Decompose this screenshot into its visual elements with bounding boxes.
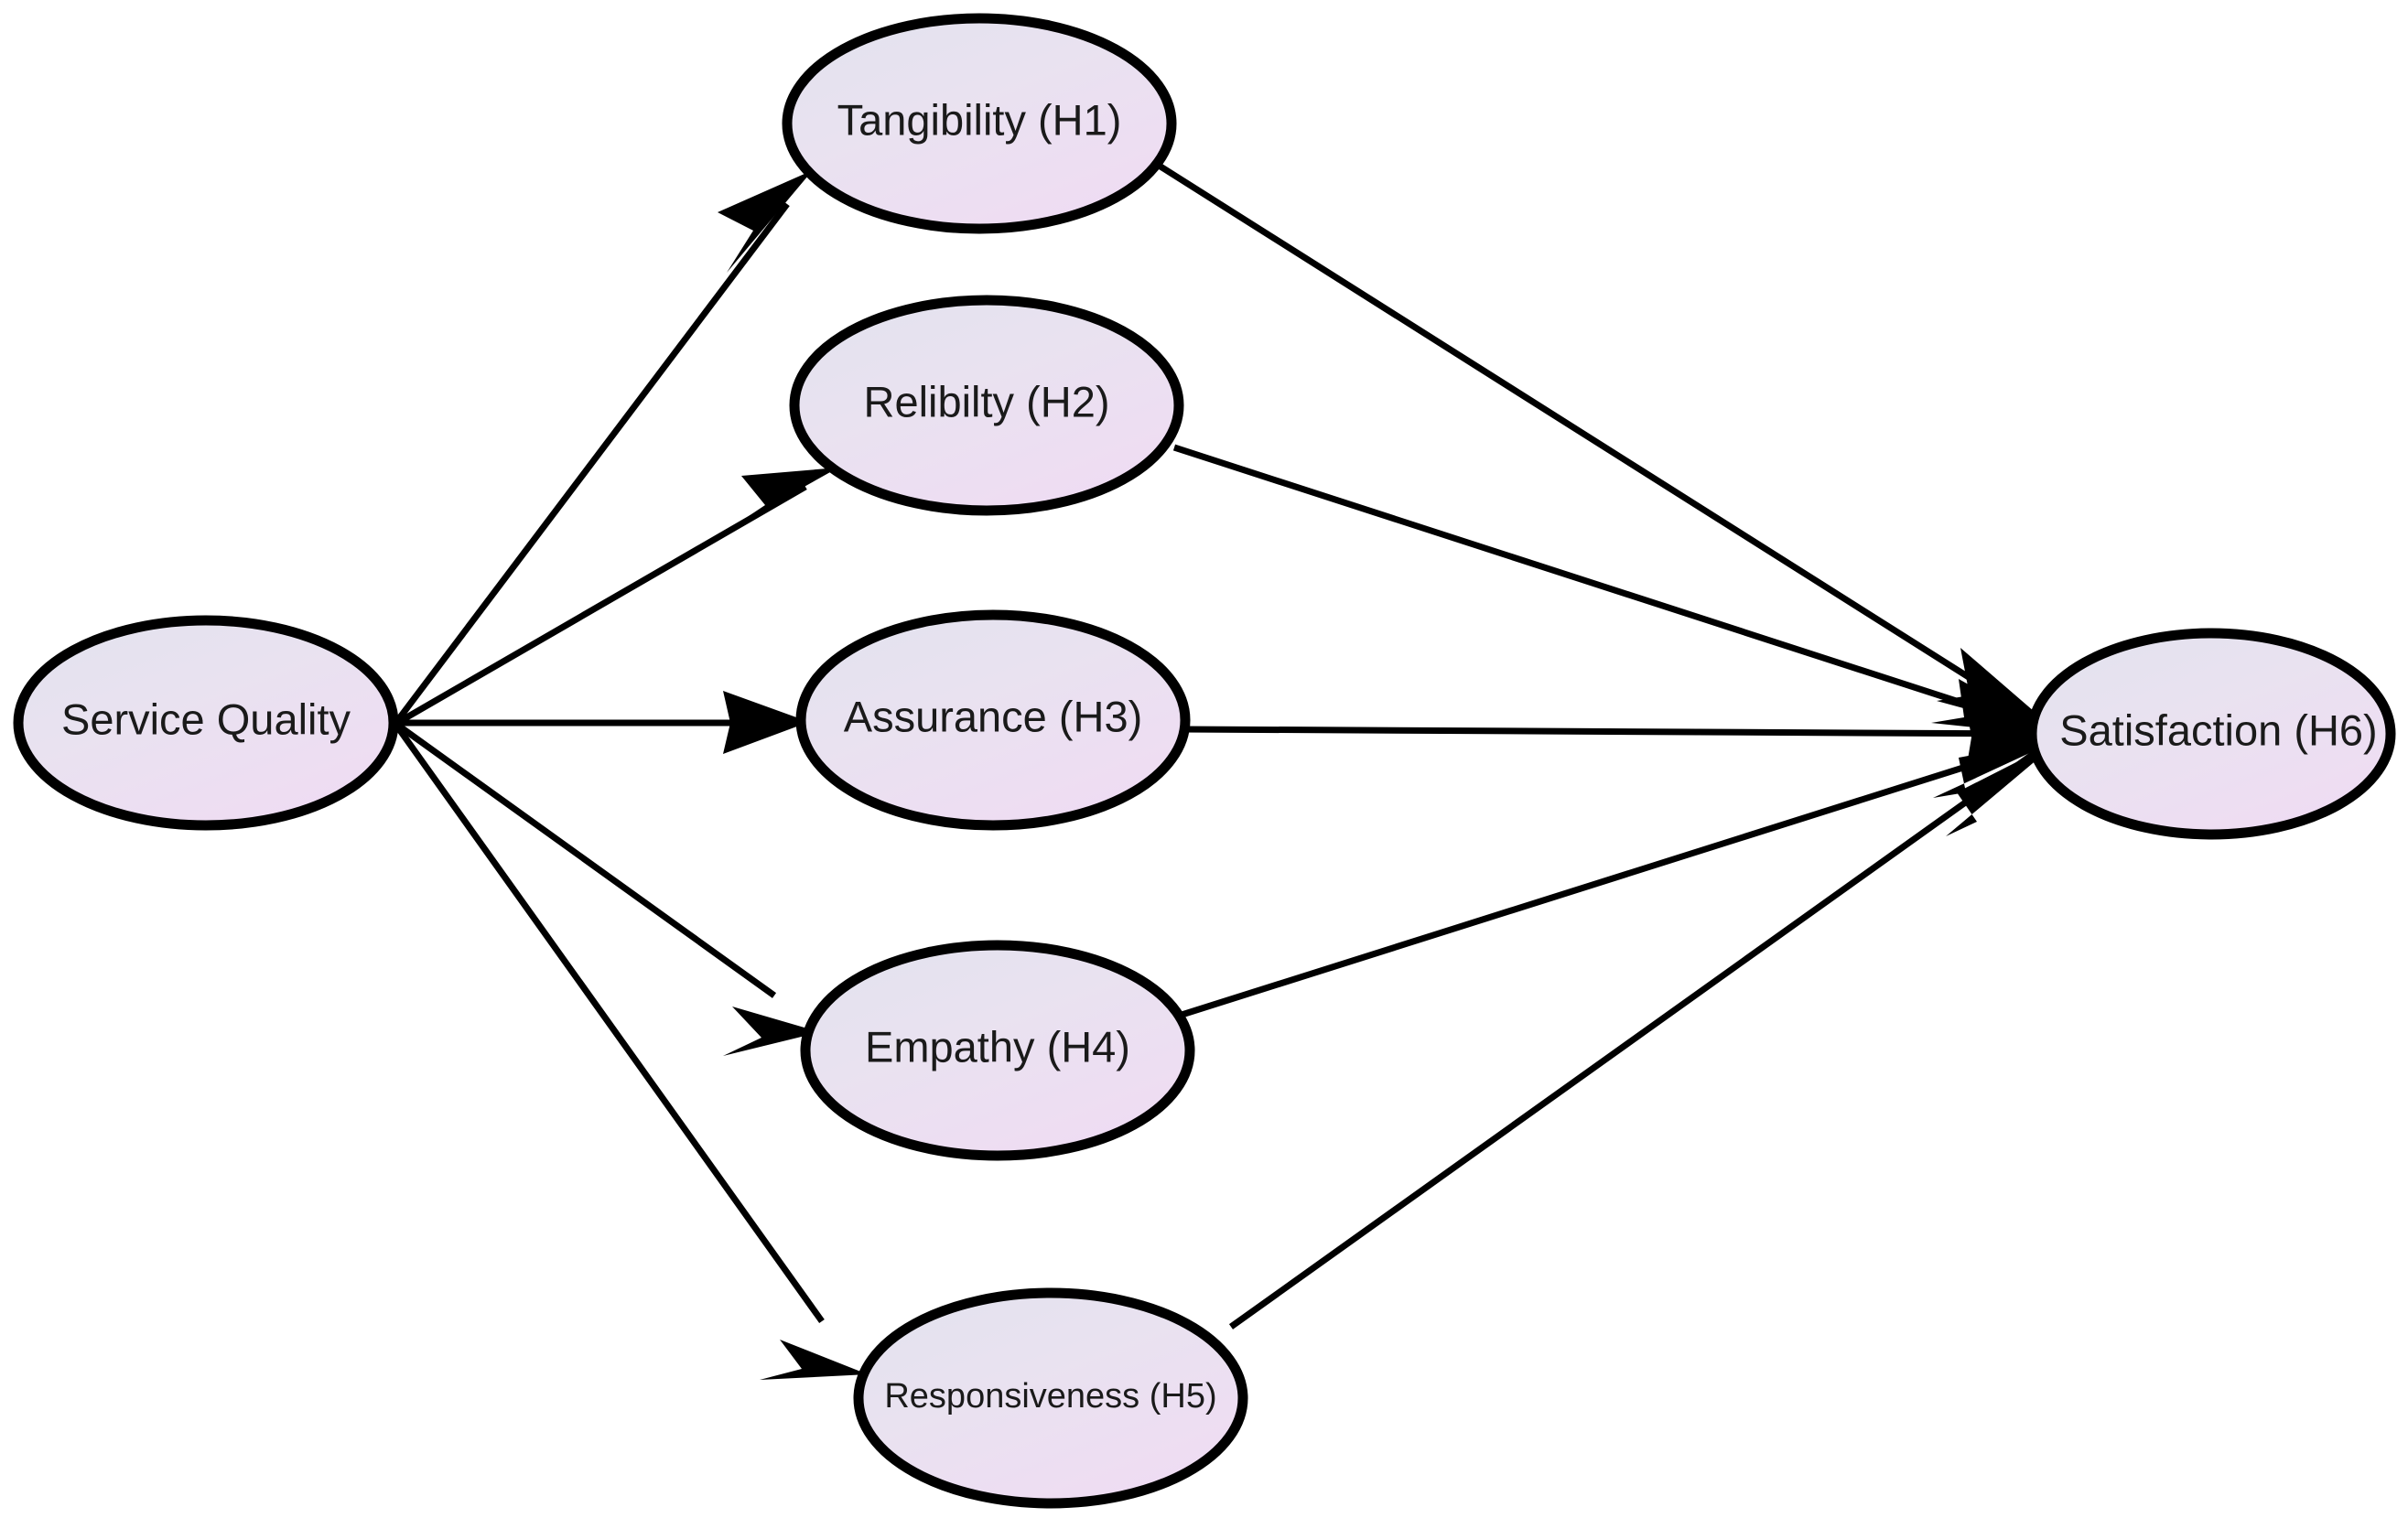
node-ellipse-shape — [853, 1287, 1248, 1509]
node-label-satisfaction: Satisfaction (H6) — [2059, 705, 2377, 754]
node-label-empathy: Empathy (H4) — [865, 1022, 1130, 1071]
node-satisfaction[interactable]: Satisfaction (H6) — [2026, 628, 2396, 840]
node-ellipse-shape — [13, 615, 399, 831]
edge-relibilty-to-satisfaction[interactable] — [1172, 444, 2061, 737]
edge-sq-to-assurance[interactable] — [397, 691, 809, 754]
node-ellipse-shape — [795, 609, 1191, 831]
arrowhead-icon — [723, 1007, 820, 1056]
arrowhead-icon — [1946, 739, 2061, 836]
node-label-tangibility: Tangibility (H1) — [837, 95, 1122, 144]
edge-sq-to-empathy[interactable] — [394, 722, 820, 1056]
arrowhead-icon — [1968, 716, 2063, 759]
node-label-assurance: Assurance (H3) — [844, 692, 1143, 740]
arrowhead-icon — [732, 468, 838, 527]
edge-empathy-to-satisfaction[interactable] — [1177, 738, 2061, 1019]
edge-assurance-to-satisfaction[interactable] — [1182, 716, 2063, 759]
edge-sq-to-responsiveness[interactable] — [394, 724, 868, 1380]
arrowhead-icon — [760, 1340, 868, 1380]
node-relibilty[interactable]: Relibilty (H2) — [789, 295, 1184, 516]
node-label-service-quality: Service Quality — [61, 694, 351, 743]
node-assurance[interactable]: Assurance (H3) — [795, 609, 1191, 831]
edges-group-outcome-converge — [1159, 164, 2063, 1330]
edge-sq-to-tangibility[interactable] — [394, 170, 813, 724]
node-ellipse-shape — [782, 13, 1177, 234]
node-tangibility[interactable]: Tangibility (H1) — [782, 13, 1177, 234]
node-empathy[interactable]: Empathy (H4) — [800, 940, 1195, 1161]
node-ellipse-shape — [789, 295, 1184, 516]
node-ellipse-shape — [2026, 628, 2396, 840]
node-responsiveness[interactable]: Responsiveness (H5) — [853, 1287, 1248, 1509]
edges-group-source-fanout — [394, 170, 868, 1380]
arrowhead-icon — [723, 691, 809, 754]
node-label-relibilty: Relibilty (H2) — [864, 377, 1110, 425]
node-label-responsiveness: Responsiveness (H5) — [884, 1377, 1216, 1416]
arrowhead-icon — [718, 170, 813, 273]
edge-responsiveness-to-satisfaction[interactable] — [1228, 739, 2061, 1330]
node-ellipse-shape — [800, 940, 1195, 1161]
edge-sq-to-relibilty[interactable] — [395, 468, 838, 727]
edge-tangibility-to-satisfaction[interactable] — [1159, 164, 2061, 735]
node-service-quality[interactable]: Service Quality — [13, 615, 399, 831]
arrowhead-icon — [1937, 648, 2061, 735]
